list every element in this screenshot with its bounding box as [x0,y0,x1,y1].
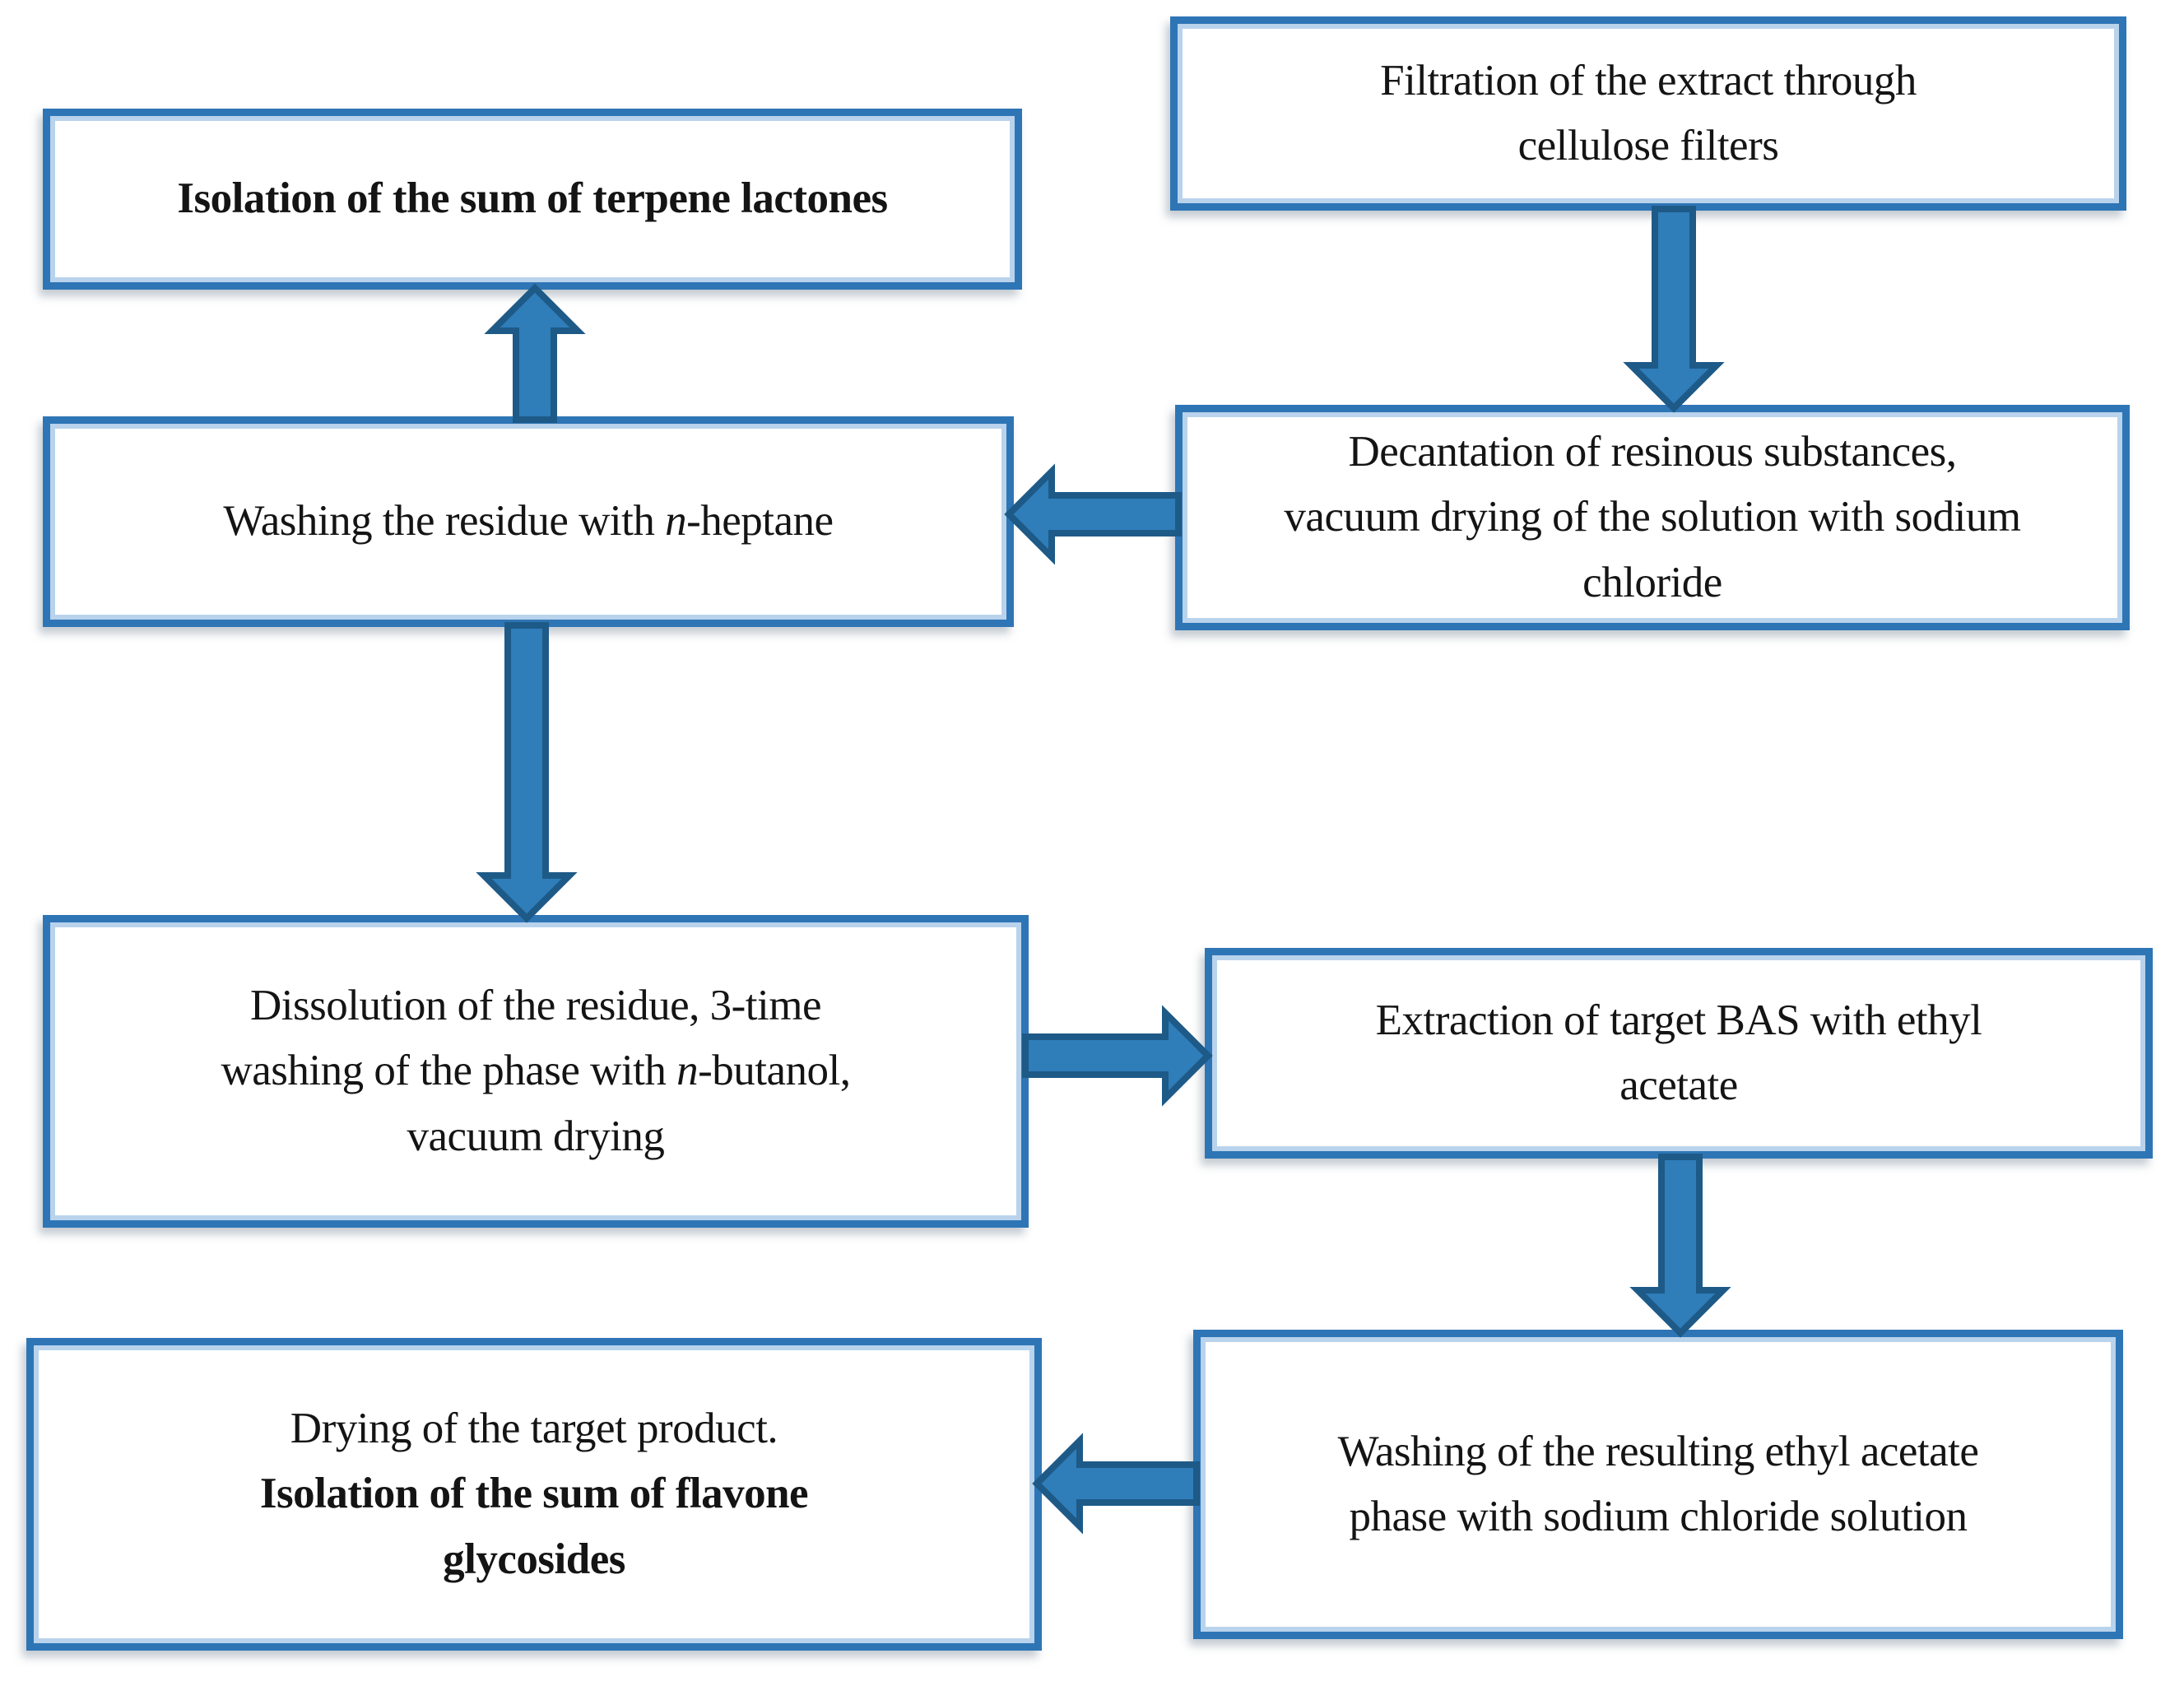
box-washing-ethyl-acetate-label: Washing of the resulting ethyl acetate ph… [1313,1419,2004,1550]
box-text-line: Isolation of the sum of flavone [259,1470,809,1518]
box-drying-flavone-label: Drying of the target product. Isolation o… [235,1396,833,1593]
box-text-line: phase with sodium chloride solution [1349,1493,1968,1540]
arrow-decantation-to-washing-icon [1004,463,1182,565]
box-washing-heptane: Washing the residue with n-heptane [43,416,1014,627]
box-drying-flavone: Drying of the target product. Isolation o… [26,1338,1042,1651]
arrow-dissolution-to-extraction-icon [1022,1005,1213,1107]
box-isolation-terpene-label: Isolation of the sum of terpene lactones [152,166,912,232]
box-text-line: washing of the phase with n-butanol, [221,1047,851,1095]
box-text-line: Extraction of target BAS with ethyl [1375,996,1982,1044]
box-text-line: acetate [1619,1061,1738,1109]
box-text-line: Washing the residue with n-heptane [223,497,834,546]
arrow-filtration-to-decantation-icon [1623,206,1725,413]
box-text-line: cellulose filters [1517,122,1779,170]
box-text-line: Dissolution of the residue, 3-time [250,981,821,1029]
arrow-washing-to-dissolution-icon [476,622,578,923]
arrow-washing-ea-to-drying-icon [1032,1433,1200,1535]
box-text-line: Decantation of resinous substances, [1348,427,1957,476]
box-extraction-bas-label: Extraction of target BAS with ethyl aceta… [1351,988,2007,1119]
box-text-line: Washing of the resulting ethyl acetate [1337,1427,1979,1475]
arrow-extraction-to-washing-ea-icon [1629,1154,1731,1338]
box-isolation-terpene: Isolation of the sum of terpene lactones [43,109,1022,290]
box-text-line: Filtration of the extract through [1380,56,1917,105]
box-extraction-bas: Extraction of target BAS with ethyl aceta… [1205,948,2153,1159]
box-dissolution: Dissolution of the residue, 3-time washin… [43,915,1029,1228]
box-decantation-label: Decantation of resinous substances, vacuu… [1259,420,2045,616]
box-decantation: Decantation of resinous substances, vacuu… [1175,405,2130,630]
box-text-line: vacuum drying of the solution with sodiu… [1284,493,2021,541]
box-filtration-label: Filtration of the extract through cellulo… [1355,49,1941,179]
box-dissolution-label: Dissolution of the residue, 3-time washin… [196,973,875,1170]
box-washing-ethyl-acetate: Washing of the resulting ethyl acetate ph… [1193,1330,2123,1639]
box-text-line: chloride [1582,558,1722,606]
arrow-washing-to-isolation-icon [484,283,586,423]
box-text-line: Drying of the target product. [290,1404,778,1452]
box-text-line: vacuum drying [407,1112,665,1160]
box-washing-heptane-label: Washing the residue with n-heptane [198,489,857,555]
box-text-line: glycosides [443,1535,625,1583]
box-text-line: Isolation of the sum of terpene lactones [177,174,888,223]
box-filtration: Filtration of the extract through cellulo… [1170,16,2126,211]
